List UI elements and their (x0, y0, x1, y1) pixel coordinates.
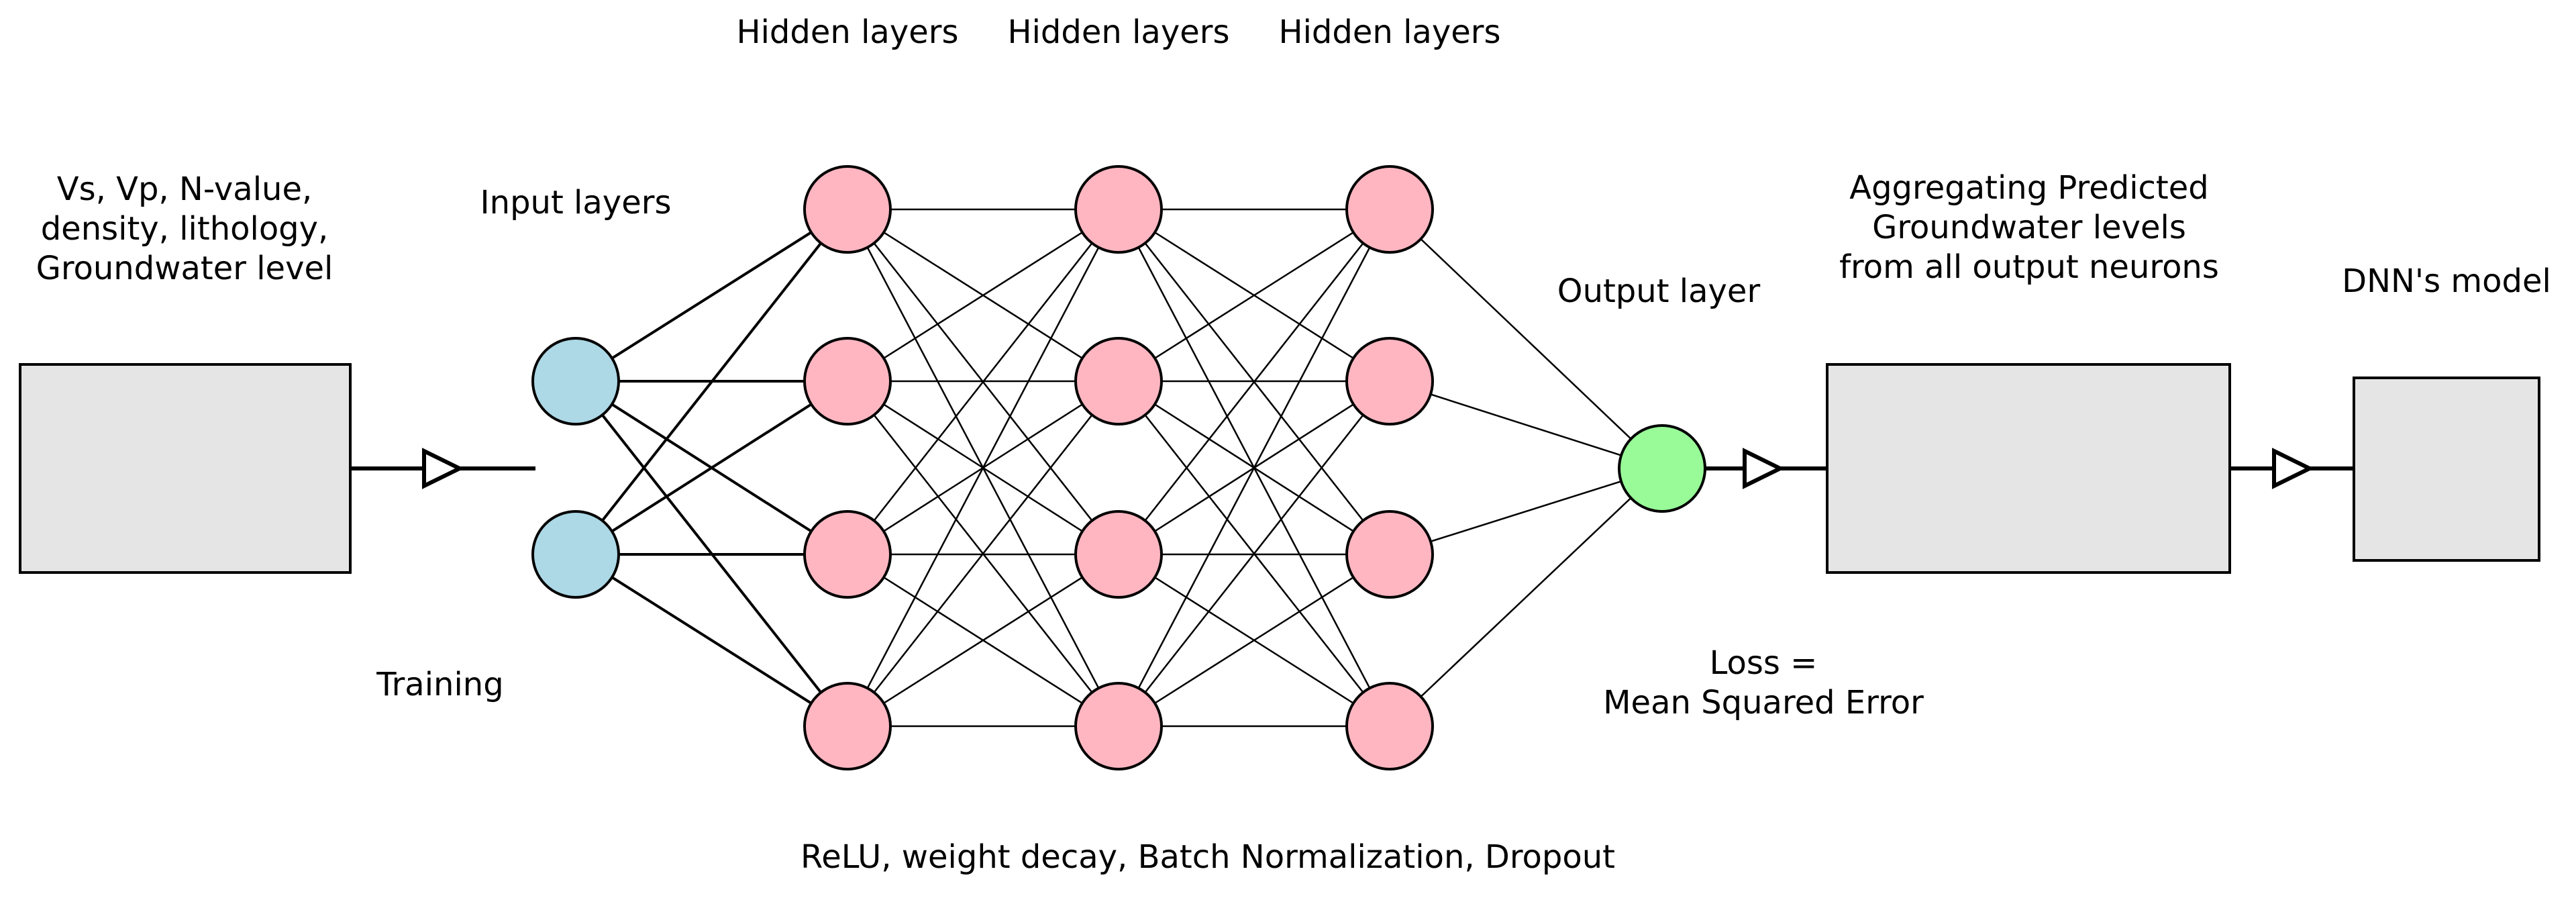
training-label: Training (376, 666, 503, 703)
features-label-line-2: density, lithology, (41, 210, 329, 248)
features-label-line-3: Groundwater level (36, 250, 333, 287)
input-data-box (19, 363, 352, 574)
connection-line (1118, 208, 1390, 383)
connection-line (574, 380, 849, 556)
connection-line (846, 209, 1120, 727)
hidden-3-neuron (1345, 682, 1434, 770)
connection-line (1389, 380, 1663, 470)
connections (574, 208, 1663, 728)
output-neuron (1618, 424, 1706, 513)
input-layers-label: Input layers (480, 184, 672, 221)
loss-label-line-2: Mean Squared Error (1603, 684, 1924, 721)
aggregating-label-line-1: Aggregating Predicted (1849, 169, 2209, 207)
aggregation-box (1826, 363, 2231, 574)
connection-line (1118, 209, 1390, 555)
hidden-layer-3-label: Hidden layers (1278, 13, 1500, 51)
flow-arrow-icon (1743, 448, 1785, 489)
connection-line (847, 553, 1119, 728)
hidden-3-neuron (1345, 510, 1434, 599)
connection-line (1389, 467, 1663, 556)
connection-line (847, 381, 1119, 727)
techniques-label: ReLU, weight decay, Batch Normalization,… (801, 838, 1615, 876)
loss-label-line-1: Loss = (1710, 644, 1818, 682)
hidden-2-neuron (1074, 337, 1163, 426)
connection-line (1389, 209, 1663, 469)
connection-line (574, 553, 849, 728)
dnn-model-box (2353, 377, 2540, 562)
hidden-layer-2-label: Hidden layers (1007, 13, 1229, 51)
hidden-3-neuron (1345, 165, 1434, 254)
flow-arrow-icon (422, 448, 464, 489)
dnn-model-label: DNN's model (2342, 262, 2551, 300)
hidden-1-neuron (803, 510, 892, 599)
connection-line (574, 208, 849, 383)
connection-line (1118, 381, 1390, 727)
hidden-3-neuron (1345, 337, 1434, 426)
neurons (531, 165, 1706, 770)
input-neuron (531, 510, 620, 599)
hidden-2-neuron (1074, 165, 1163, 254)
hidden-2-neuron (1074, 682, 1163, 770)
input-neuron (531, 337, 620, 426)
hidden-1-neuron (803, 337, 892, 426)
connection-line (1118, 553, 1390, 728)
hidden-1-neuron (803, 165, 892, 254)
hidden-2-neuron (1074, 510, 1163, 599)
flow-arrow-icon (2272, 448, 2314, 489)
connection-line (1117, 209, 1391, 727)
connection-line (574, 208, 849, 556)
hidden-layer-1-label: Hidden layers (736, 13, 958, 51)
aggregating-label-line-2: Groundwater levels (1872, 209, 2186, 246)
connection-line (847, 208, 1119, 383)
connection-line (1389, 468, 1663, 727)
output-layer-label: Output layer (1557, 272, 1761, 310)
hidden-1-neuron (803, 682, 892, 770)
aggregating-label-line-3: from all output neurons (1839, 248, 2219, 286)
features-label-line-1: Vs, Vp, N-value, (57, 170, 312, 208)
connection-line (847, 209, 1119, 555)
